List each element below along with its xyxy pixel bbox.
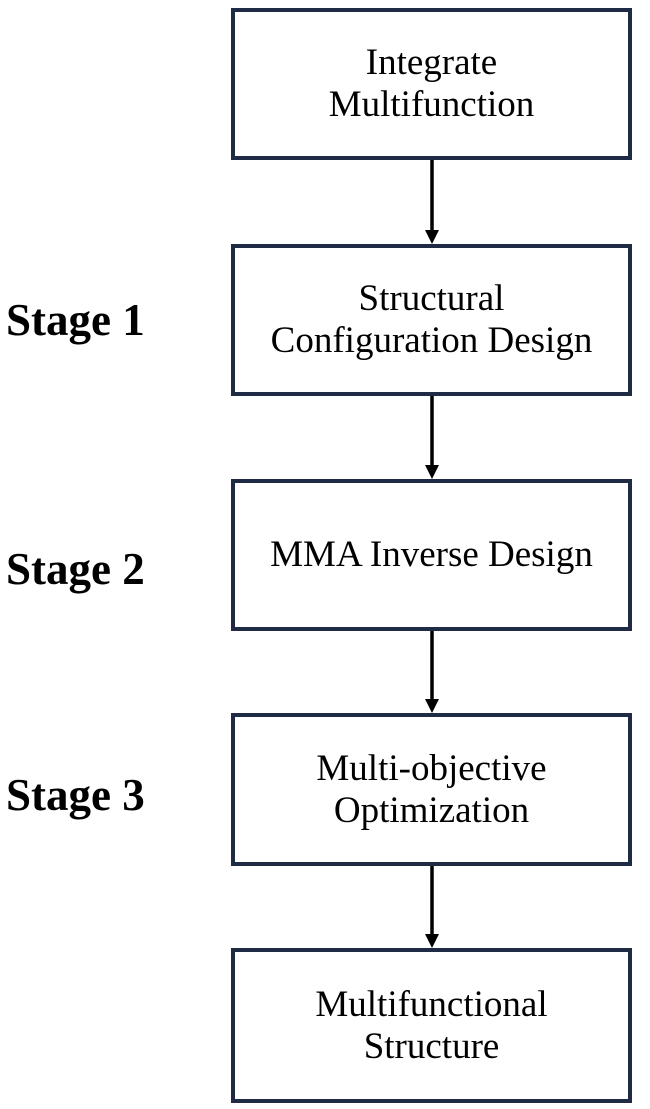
box-4-line-1: Multi-objective bbox=[316, 747, 547, 789]
box-1-line-1: Integrate bbox=[365, 42, 498, 83]
box-1-line-2: Multifunction bbox=[328, 84, 535, 125]
integrate-multifunction-box: Integrate Multifunction bbox=[231, 8, 632, 160]
box-2-line-1: Structural bbox=[358, 278, 505, 319]
stage-2-label: Stage 2 bbox=[6, 544, 145, 594]
box-4-line-2: Optimization bbox=[333, 789, 530, 831]
multi-objective-optimization-box: Multi-objective Optimization bbox=[231, 713, 632, 866]
multifunctional-structure-box: Multifunctional Structure bbox=[231, 948, 632, 1103]
stage-1-label: Stage 1 bbox=[6, 295, 145, 345]
box-5-line-1: Multifunctional bbox=[315, 983, 548, 1025]
stage-3-label: Stage 3 bbox=[6, 770, 145, 820]
arrow-4 bbox=[425, 866, 439, 948]
box-2-line-2: Configuration Design bbox=[270, 320, 593, 361]
arrow-3 bbox=[425, 631, 439, 713]
box-5-line-2: Structure bbox=[363, 1025, 500, 1067]
structural-configuration-design-box: Structural Configuration Design bbox=[231, 244, 632, 396]
arrow-2 bbox=[425, 396, 439, 479]
arrow-1 bbox=[425, 160, 439, 244]
mma-inverse-design-box: MMA Inverse Design bbox=[231, 479, 632, 631]
box-3-line-1: MMA Inverse Design bbox=[270, 534, 593, 575]
